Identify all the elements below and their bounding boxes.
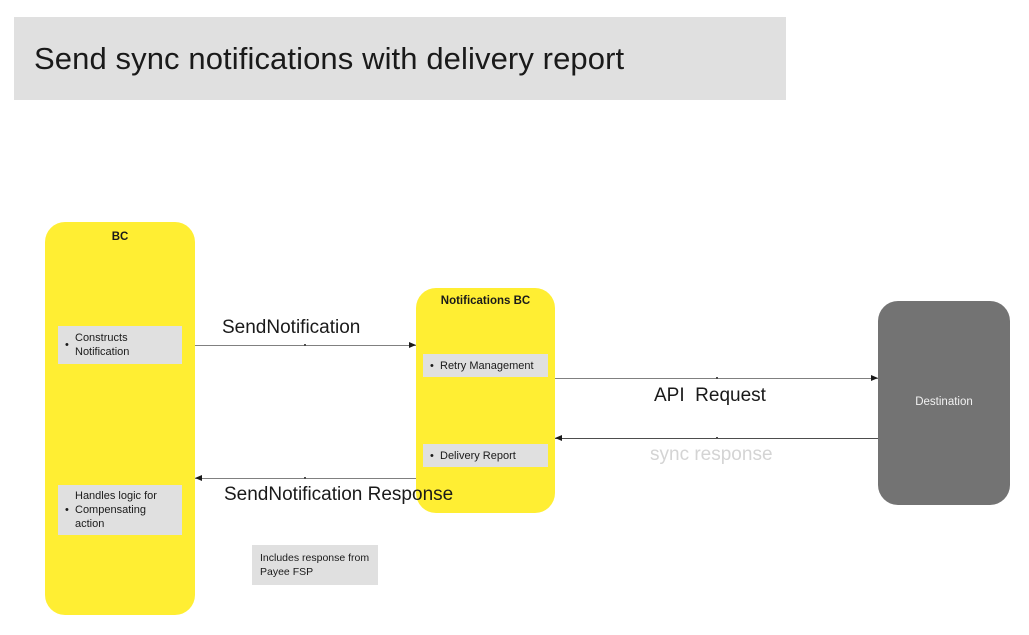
- edge-label-send-notification-response: SendNotification Response: [224, 484, 454, 505]
- lane-notifications-bc[interactable]: Notifications BC: [416, 288, 555, 513]
- connector-midpoint-dot: [716, 437, 718, 439]
- bullet-icon: •: [430, 449, 434, 462]
- lane-destination[interactable]: Destination: [878, 301, 1010, 505]
- item-delivery-report[interactable]: • Delivery Report: [423, 444, 548, 467]
- item-constructs-notification-label: Constructs Notification: [75, 332, 130, 358]
- lane-bc[interactable]: BC: [45, 222, 195, 615]
- connector-midpoint-dot: [304, 344, 306, 346]
- item-delivery-report-label: Delivery Report: [440, 449, 516, 462]
- arrowhead-left-icon: [195, 475, 202, 481]
- arrowhead-right-icon: [871, 375, 878, 381]
- item-constructs-notification[interactable]: • Constructs Notification: [58, 326, 182, 364]
- edge-label-send-notification: SendNotification: [222, 317, 361, 338]
- arrowhead-right-icon: [409, 342, 416, 348]
- bullet-icon: •: [65, 504, 69, 516]
- edge-label-sync-response: sync response: [650, 444, 773, 465]
- title-banner: Send sync notifications with delivery re…: [14, 17, 786, 100]
- page-title: Send sync notifications with delivery re…: [34, 40, 625, 76]
- item-retry-management-label: Retry Management: [440, 359, 534, 372]
- bullet-icon: •: [65, 339, 69, 351]
- item-handles-logic-for-compensating-action[interactable]: • Handles logic for Compensating action: [58, 485, 182, 535]
- connector-midpoint-dot: [716, 377, 718, 379]
- bullet-icon: •: [430, 359, 434, 372]
- connector-midpoint-dot: [304, 477, 306, 479]
- edge-label-api-request: API Request: [654, 385, 766, 406]
- item-handles-logic-label: Handles logic for Compensating action: [75, 490, 157, 530]
- lane-notifications-bc-title: Notifications BC: [440, 295, 531, 307]
- note-includes-response-from-payee-fsp: Includes response from Payee FSP: [252, 545, 378, 585]
- item-retry-management[interactable]: • Retry Management: [423, 354, 548, 377]
- arrowhead-left-icon: [555, 435, 562, 441]
- lane-destination-title: Destination: [915, 396, 973, 408]
- lane-bc-title: BC: [111, 231, 129, 243]
